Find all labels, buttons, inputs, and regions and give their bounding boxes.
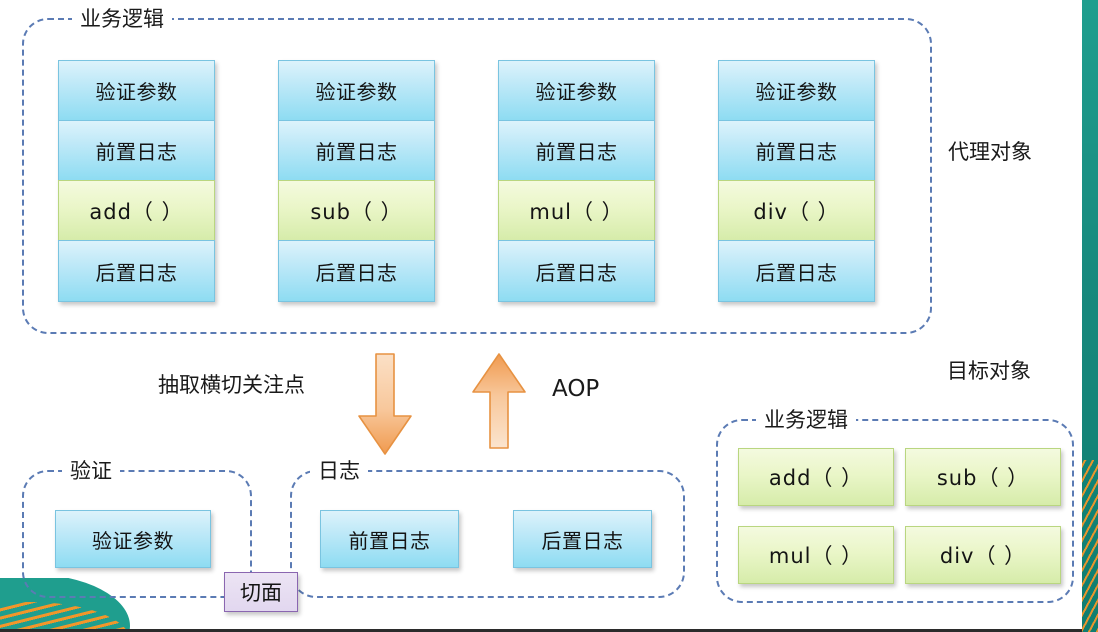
proxy-cell-validate-params[interactable]: 验证参数	[498, 60, 655, 121]
target-method-mul[interactable]: mul（ ）	[738, 526, 894, 584]
aspect-badge[interactable]: 切面	[224, 572, 298, 612]
proxy-cell-after-log[interactable]: 后置日志	[498, 240, 655, 302]
extract-down-arrow	[356, 352, 414, 458]
proxy-cell-after-log[interactable]: 后置日志	[278, 240, 435, 302]
proxy-business-logic-group-label: 业务逻辑	[72, 9, 172, 30]
right-edge-gap	[1076, 0, 1082, 632]
log-group-label: 日志	[310, 461, 368, 482]
proxy-cell-before-log[interactable]: 前置日志	[498, 120, 655, 181]
target-method-add[interactable]: add（ ）	[738, 448, 894, 506]
after-log-box[interactable]: 后置日志	[513, 510, 652, 568]
proxy-cell-method-add[interactable]: add（ ）	[58, 180, 215, 241]
log-group	[290, 470, 685, 598]
aop-label: AOP	[552, 376, 600, 402]
target-business-logic-group	[716, 419, 1074, 603]
proxy-cell-after-log[interactable]: 后置日志	[718, 240, 875, 302]
validate-group	[22, 470, 252, 598]
proxy-column-mul: 验证参数 前置日志 mul（ ） 后置日志	[498, 60, 655, 302]
validate-param-box[interactable]: 验证参数	[55, 510, 211, 568]
target-business-logic-group-label: 业务逻辑	[756, 410, 856, 431]
proxy-object-label: 代理对象	[948, 140, 1032, 164]
target-method-div[interactable]: div（ ）	[905, 526, 1061, 584]
proxy-cell-before-log[interactable]: 前置日志	[58, 120, 215, 181]
before-log-box[interactable]: 前置日志	[320, 510, 459, 568]
bottom-left-wedge-decoration	[0, 578, 132, 632]
proxy-cell-before-log[interactable]: 前置日志	[278, 120, 435, 181]
bottom-rule-divider	[0, 629, 1082, 632]
extract-crosscutting-concerns-label: 抽取横切关注点	[158, 373, 305, 397]
proxy-column-sub: 验证参数 前置日志 sub（ ） 后置日志	[278, 60, 435, 302]
proxy-cell-validate-params[interactable]: 验证参数	[58, 60, 215, 121]
proxy-column-div: 验证参数 前置日志 div（ ） 后置日志	[718, 60, 875, 302]
proxy-cell-before-log[interactable]: 前置日志	[718, 120, 875, 181]
validate-group-label: 验证	[62, 461, 120, 482]
proxy-column-add: 验证参数 前置日志 add（ ） 后置日志	[58, 60, 215, 302]
proxy-cell-after-log[interactable]: 后置日志	[58, 240, 215, 302]
right-orange-stripes-decoration	[1082, 460, 1098, 632]
target-object-label: 目标对象	[947, 359, 1031, 383]
proxy-cell-validate-params[interactable]: 验证参数	[278, 60, 435, 121]
proxy-cell-method-div[interactable]: div（ ）	[718, 180, 875, 241]
proxy-cell-method-sub[interactable]: sub（ ）	[278, 180, 435, 241]
proxy-cell-validate-params[interactable]: 验证参数	[718, 60, 875, 121]
target-method-sub[interactable]: sub（ ）	[905, 448, 1061, 506]
aop-up-arrow	[470, 352, 528, 452]
proxy-business-logic-group	[22, 18, 932, 334]
proxy-cell-method-mul[interactable]: mul（ ）	[498, 180, 655, 241]
